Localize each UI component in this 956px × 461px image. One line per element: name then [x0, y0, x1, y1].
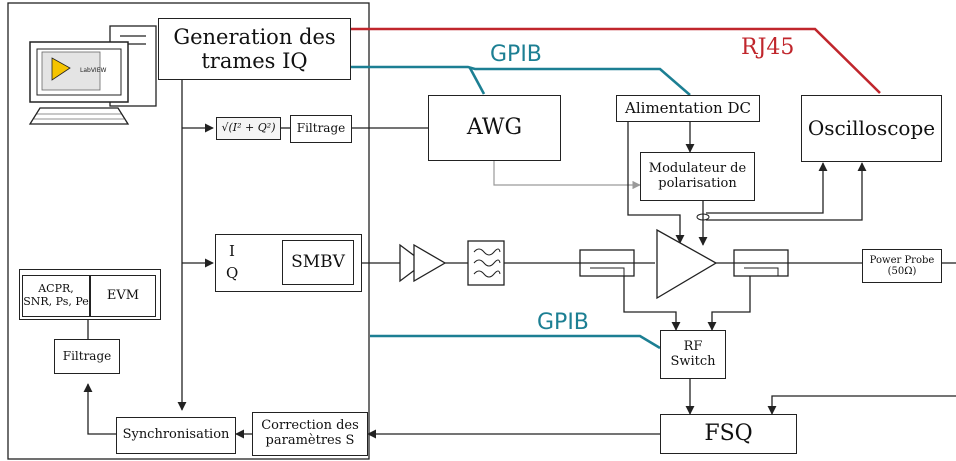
- filtrage-top-block: Filtrage: [290, 115, 352, 143]
- gpib-top-branch-awg: [468, 67, 486, 95]
- gpib-bottom-bus: [370, 334, 661, 350]
- iq-i-label: I: [229, 242, 235, 260]
- acpr-block: ACPR, SNR, Ps, Pe: [22, 275, 90, 317]
- gpib-top-bus: [350, 65, 691, 96]
- pc-domain-frame: [7, 2, 370, 460]
- iq-q-label: Q: [226, 264, 239, 282]
- correction-block: Correction des paramètres S: [252, 412, 368, 456]
- bandpass-filter-icon: [467, 240, 505, 286]
- alimentation-block: Alimentation DC: [616, 95, 760, 122]
- rj45-label: RJ45: [741, 35, 795, 60]
- input-coupler-icon: [579, 249, 635, 277]
- pa-amplifier-icon: [656, 228, 718, 300]
- oscilloscope-block: Oscilloscope: [801, 95, 942, 162]
- evm-block: EVM: [90, 275, 156, 317]
- synchronisation-block: Synchronisation: [116, 417, 236, 454]
- generation-block: Generation des trames IQ: [158, 18, 351, 80]
- smbv-block: SMBV: [282, 240, 354, 285]
- computer-icon: [28, 25, 157, 125]
- awg-block: AWG: [428, 95, 561, 161]
- modulateur-block: Modulateur de polarisation: [640, 152, 755, 201]
- sqrt-block: √(I² + Q²): [216, 117, 281, 140]
- output-coupler-icon: [733, 249, 789, 277]
- gpib-top-label: GPIB: [490, 42, 542, 67]
- power-probe-block: Power Probe (50Ω): [862, 249, 942, 283]
- rf-switch-block: RF Switch: [660, 330, 726, 379]
- driver-amplifier-icons: [399, 243, 447, 283]
- gpib-bottom-label: GPIB: [537, 310, 589, 335]
- filtrage-bottom-block: Filtrage: [54, 339, 120, 374]
- fsq-block: FSQ: [660, 414, 797, 454]
- labview-logo-text: LabVIEW: [80, 67, 107, 74]
- rj45-bus: [350, 27, 881, 94]
